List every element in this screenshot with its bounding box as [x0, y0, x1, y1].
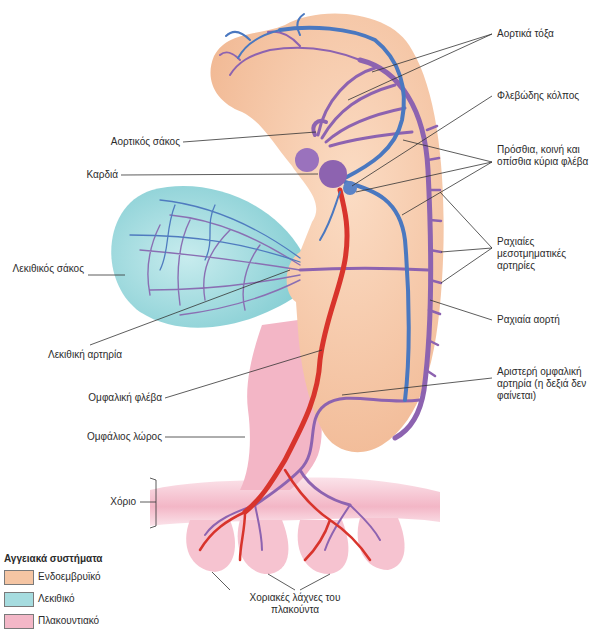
villus: [358, 518, 405, 570]
leader-line: [212, 572, 330, 590]
legend-text: Ενδοεμβρυϊκό: [38, 571, 101, 583]
part-label: Καρδιά: [38, 169, 118, 181]
leader-line: [352, 96, 492, 186]
part-label: Χοριακές λάχνες του πλακούντα: [230, 592, 360, 616]
villus-veins: [200, 470, 370, 560]
sinus-venosus: [343, 181, 357, 195]
chorion-bracket: [140, 478, 156, 528]
legend-swatch: [4, 592, 34, 607]
part-label: Ομφαλική φλέβα: [52, 392, 162, 404]
umbilical-artery: [255, 398, 420, 505]
intersegmental-arteries: [426, 126, 441, 376]
legend-title: Αγγειακά συστήματα: [4, 553, 154, 565]
leader-line: [88, 275, 125, 276]
chorion: [150, 478, 440, 574]
vitelline-vein: [320, 192, 340, 240]
leader-line: [440, 192, 492, 283]
villus-arteries: [205, 505, 380, 550]
aortic-sac: [313, 121, 326, 135]
villus: [238, 520, 289, 574]
posterior-cardinal-vein: [345, 182, 409, 400]
embryo-body: [210, 14, 443, 453]
part-label: Ραχιαίες μεσοτμηματικές αρτηρίες: [497, 236, 592, 272]
anterior-cardinal-vein: [280, 28, 404, 178]
leader-line: [356, 140, 492, 215]
heart-ventricle: [319, 160, 347, 188]
legend-swatch: [4, 570, 34, 585]
leader-line: [348, 34, 492, 100]
leader-lines: [88, 34, 492, 590]
leader-line: [165, 350, 322, 398]
part-label: Ραχιαία αορτή: [497, 314, 592, 326]
leader-line: [90, 270, 290, 345]
head-veins: [226, 14, 304, 58]
part-label: Πρόσθια, κοινή και οπίσθια κύρια φλέβα: [497, 144, 592, 168]
legend-swatch: [4, 614, 34, 629]
part-label: Χόριο: [56, 496, 136, 508]
legend-text: Λεκιθικό: [38, 593, 75, 605]
part-label: Λεκιθική αρτηρία: [40, 349, 130, 361]
veins: [200, 14, 409, 560]
vitelline-veins: [130, 200, 300, 270]
yolk-sac: [111, 186, 302, 328]
part-label: Φλεβώδης κόλπος: [497, 90, 592, 102]
part-label: Αορτικά τόξα: [497, 28, 592, 40]
arteries: [205, 32, 441, 550]
leader-line: [183, 132, 316, 142]
leader-line: [342, 378, 492, 395]
part-label: Ομφάλιος λώρος: [52, 431, 162, 443]
heart: [295, 148, 357, 195]
part-label: Λεκιθικός σάκος: [8, 263, 84, 275]
leader-line: [121, 174, 318, 175]
part-label: Αριστερή ομφαλική αρτηρία (η δεξιά δεν φ…: [497, 366, 592, 402]
umbilical-vein: [245, 190, 347, 512]
legend-text: Πλακουντιακό: [38, 615, 99, 627]
leader-line: [165, 437, 245, 438]
vitelline-vessels: [140, 215, 300, 315]
part-label: Αορτικός σάκος: [70, 136, 180, 148]
leader-line: [430, 300, 492, 320]
heart-bulb: [295, 148, 319, 172]
